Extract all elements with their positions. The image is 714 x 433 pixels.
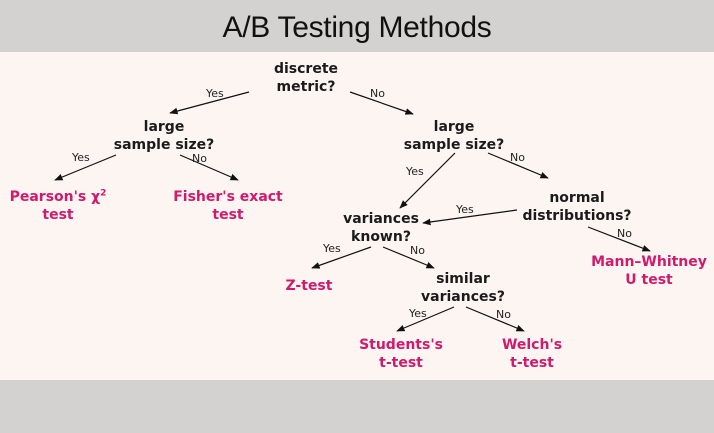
- edge-label-no: No: [410, 244, 425, 257]
- node-discrete-metric: discrete metric?: [273, 61, 339, 95]
- node-variances-known: variances known?: [343, 211, 419, 245]
- leaf-mann-whitney-u-test: Mann–Whitney U test: [591, 254, 707, 288]
- edge-normal-yes: [422, 209, 518, 226]
- edge-label-no: No: [510, 151, 525, 164]
- node-large-sample-right: large sample size?: [403, 119, 505, 153]
- edge-label-yes: Yes: [206, 87, 224, 100]
- edge-label-no: No: [496, 308, 511, 321]
- edge-variances-yes: [311, 246, 372, 269]
- leaf-z-test: Z-test: [285, 278, 333, 294]
- edge-large-left-no: [179, 154, 239, 181]
- diagram-panel: [0, 52, 714, 380]
- edge-similar-yes: [396, 306, 455, 332]
- node-large-sample-left: large sample size?: [113, 119, 215, 153]
- leaf-fisher-exact-test: Fisher's exact test: [173, 189, 283, 223]
- edge-large-left-yes: [54, 154, 117, 181]
- edge-large-right-yes: [399, 152, 456, 209]
- leaf-welch-t-test: Welch's t-test: [501, 337, 563, 371]
- edge-label-no: No: [370, 87, 385, 100]
- node-similar-variances: similar variances?: [421, 271, 505, 305]
- edge-similar-no: [465, 306, 525, 332]
- edge-label-yes: Yes: [456, 203, 474, 216]
- edge-label-yes: Yes: [72, 151, 90, 164]
- edge-discrete-no: [349, 91, 414, 115]
- pearson-label: Pearson's χ: [9, 189, 101, 205]
- edge-normal-no: [587, 226, 651, 252]
- edge-label-no: No: [617, 227, 632, 240]
- page-title: A/B Testing Methods: [222, 11, 492, 44]
- edge-label-yes: Yes: [406, 165, 424, 178]
- edge-label-no: No: [192, 152, 207, 165]
- leaf-students-t-test: Students's t-test: [359, 337, 443, 371]
- edge-large-right-no: [487, 152, 549, 179]
- edge-label-yes: Yes: [323, 242, 341, 255]
- leaf-pearson-chi2-test: Pearson's χ2 test: [9, 188, 107, 223]
- title-bar: A/B Testing Methods: [0, 0, 714, 52]
- edge-discrete-yes: [169, 91, 250, 115]
- pearson-superscript: 2: [100, 188, 107, 199]
- edge-variances-no: [382, 246, 435, 269]
- edge-label-yes: Yes: [409, 307, 427, 320]
- node-normal-distributions: normal distributions?: [522, 190, 632, 224]
